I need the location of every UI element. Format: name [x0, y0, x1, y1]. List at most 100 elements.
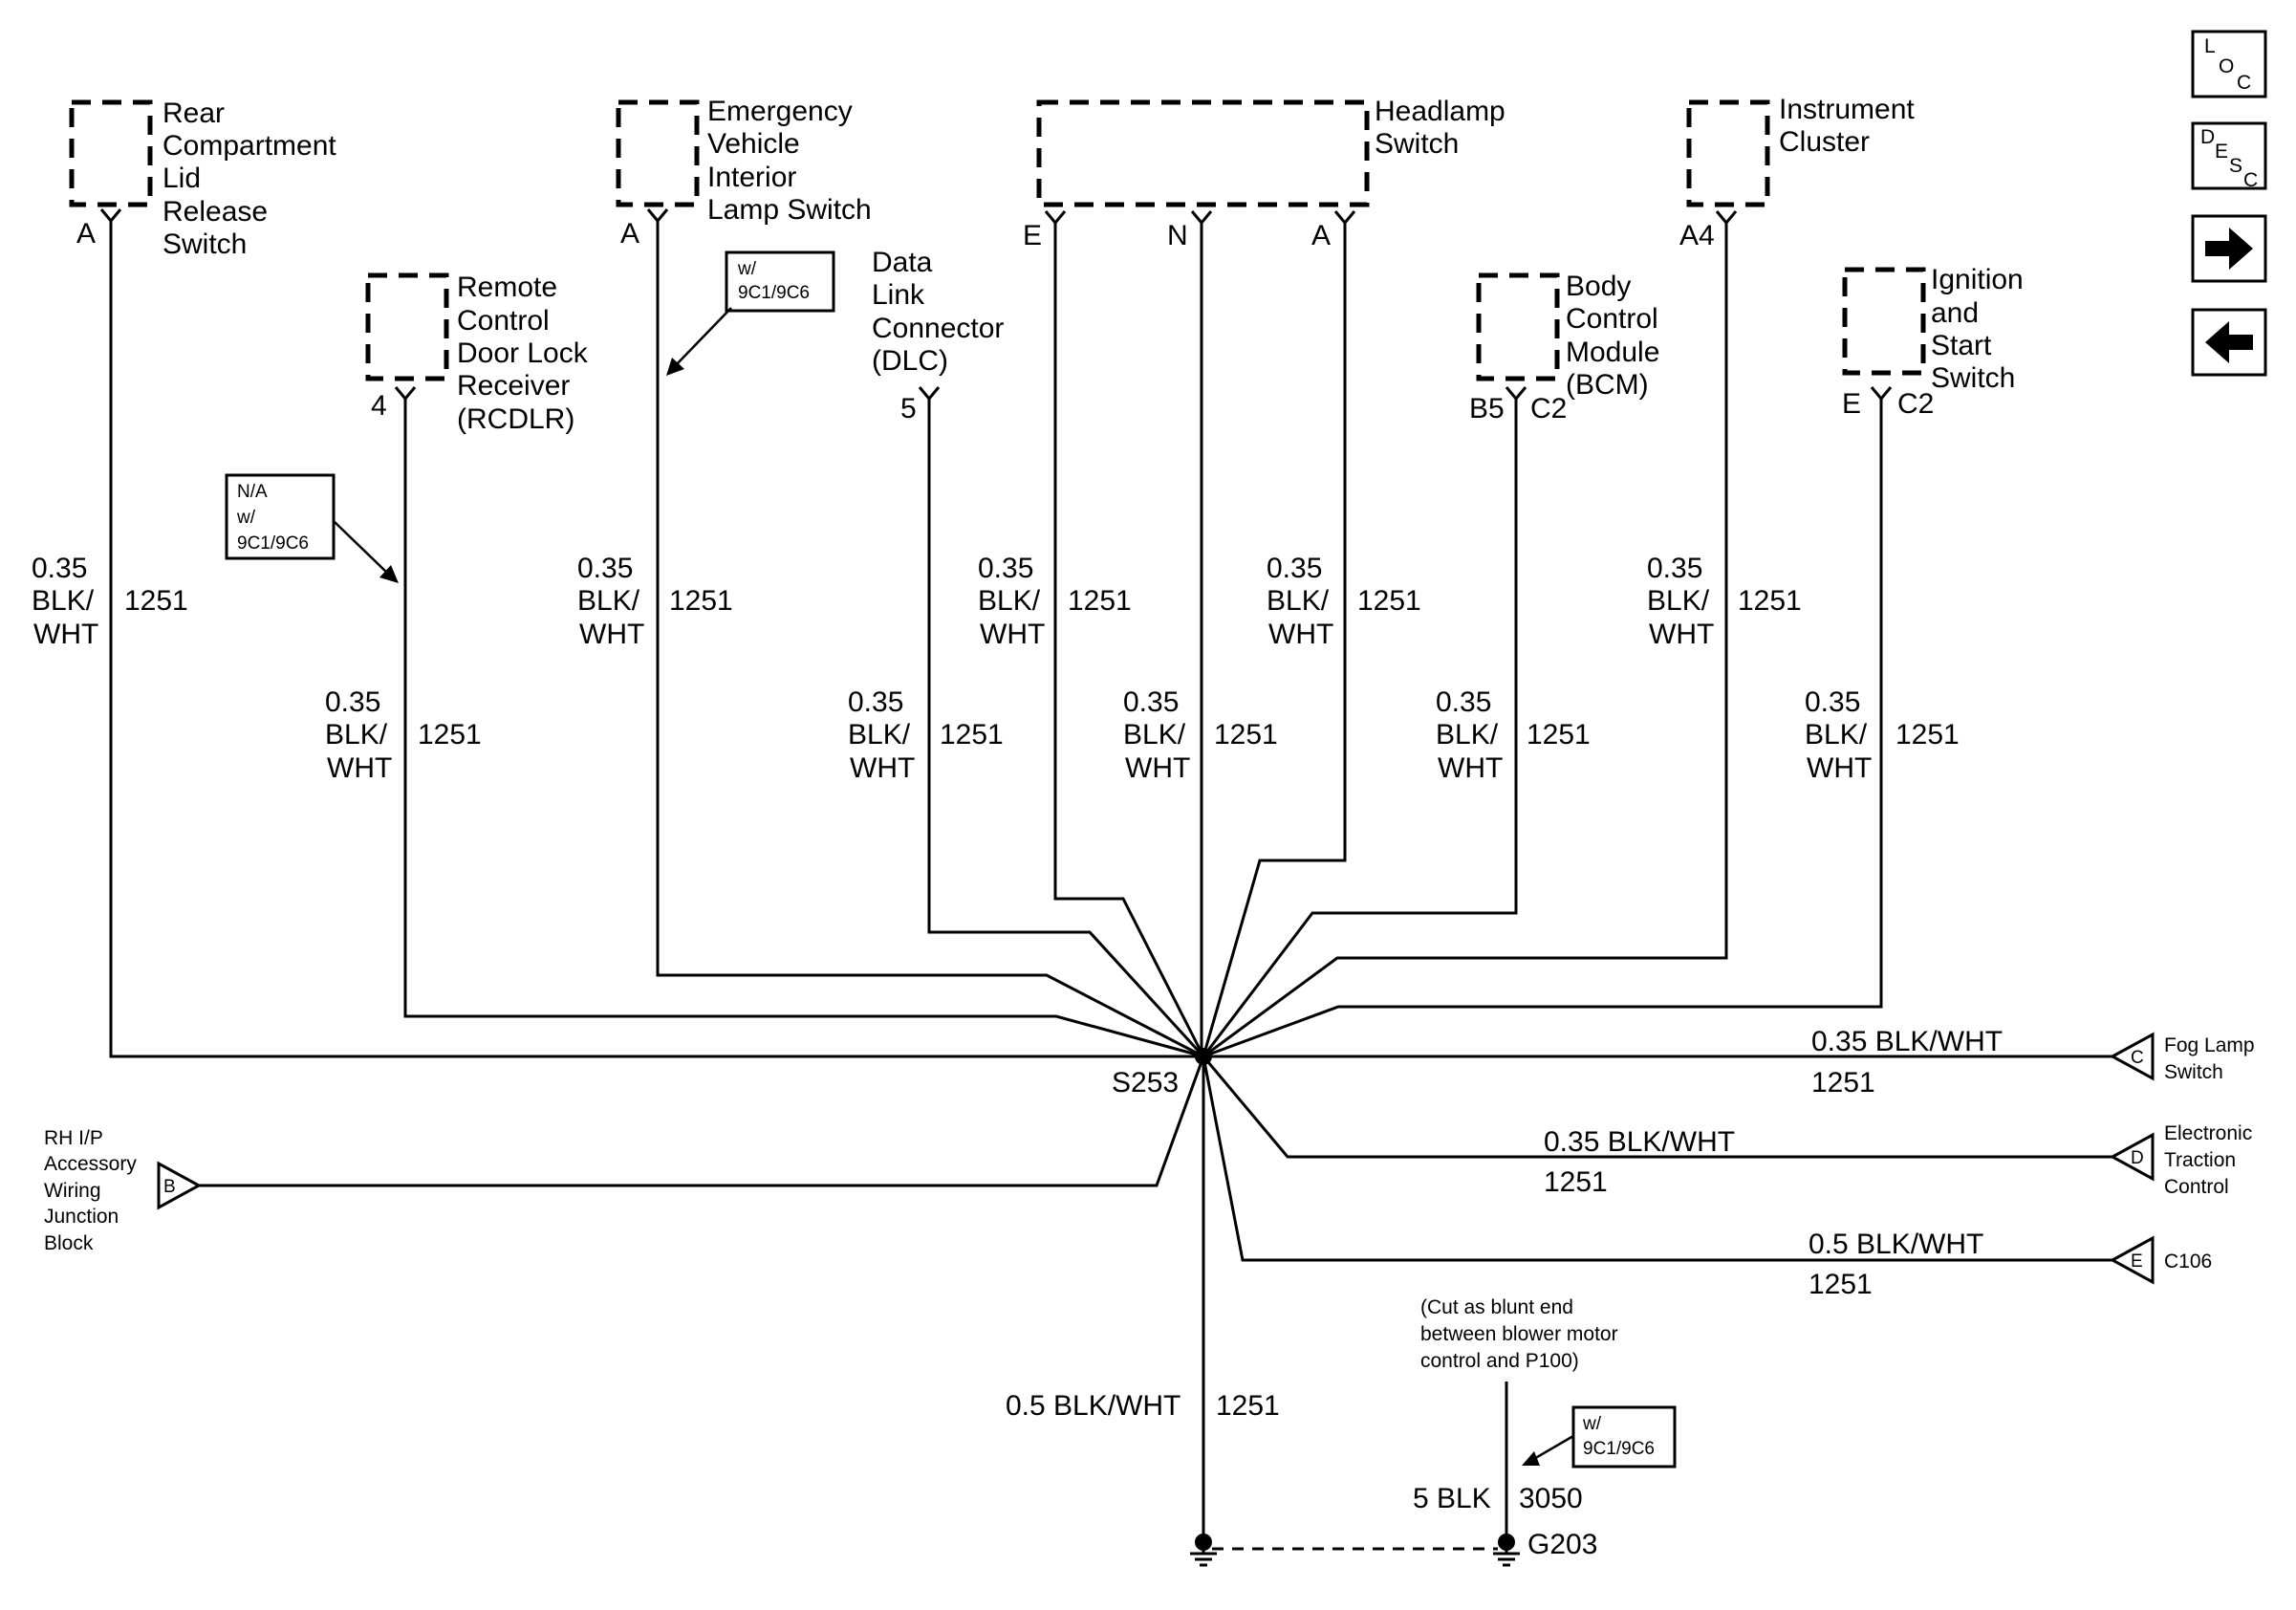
svg-text:1251: 1251 [1214, 719, 1278, 751]
rcdlr-option-arrowhead [379, 565, 399, 583]
loc-button[interactable]: L O C [2191, 30, 2267, 98]
rear-lid-switch-label: Rear Compartment Lid Release Switch [162, 98, 344, 260]
ground-wire-size: 0.5 BLK/WHT [1006, 1390, 1180, 1422]
wire-traction [1202, 1055, 2112, 1159]
connector-traction-control: 0.35 BLK/WHT 1251 D Electronic Traction … [1544, 1122, 2252, 1198]
svg-text:WHT: WHT [1649, 619, 1714, 650]
svg-text:WHT: WHT [1125, 752, 1190, 784]
emergency-pin: A [620, 218, 639, 250]
svg-text:WHT: WHT [1438, 752, 1503, 784]
ground-lead-circuit: 3050 [1519, 1483, 1583, 1514]
splice-s253-dot [1195, 1048, 1212, 1065]
ignition-connector: C2 [1897, 388, 1934, 420]
svg-text:w/: w/ [737, 259, 757, 279]
svg-text:Electronic: Electronic [2164, 1122, 2252, 1144]
emergency-option-arrowhead [666, 358, 684, 376]
rear-lid-switch-box [69, 99, 153, 207]
svg-text:9C1/9C6: 9C1/9C6 [738, 283, 810, 303]
wire-label-ignition: 0.35 BLK/ WHT 1251 [1805, 686, 1960, 784]
svg-text:BLK/: BLK/ [1436, 719, 1499, 751]
svg-text:WHT: WHT [327, 752, 392, 784]
desc-button[interactable]: D E S C [2191, 121, 2267, 191]
svg-text:0.35: 0.35 [577, 553, 633, 584]
rcdlr-box [365, 272, 449, 381]
emergency-option-note: w/ 9C1/9C6 [725, 250, 835, 313]
bcm-box [1476, 272, 1560, 381]
ground-symbol-left [1190, 1534, 1217, 1567]
ground-option-arrowhead [1522, 1451, 1540, 1466]
svg-text:RH I/P: RH I/P [44, 1127, 103, 1149]
svg-text:B: B [163, 1177, 176, 1197]
bcm-pin: B5 [1469, 393, 1505, 424]
svg-text:BLK/: BLK/ [1805, 719, 1868, 751]
svg-text:BLK/: BLK/ [32, 585, 95, 617]
svg-text:L: L [2204, 35, 2216, 57]
ground-option-arrow [1531, 1434, 1574, 1462]
wire-emergency [656, 221, 1204, 1058]
svg-text:C106: C106 [2164, 1251, 2212, 1273]
svg-text:0.35: 0.35 [325, 686, 380, 718]
wires [109, 221, 2112, 1542]
svg-text:E: E [2131, 1251, 2143, 1272]
svg-text:0.35: 0.35 [1267, 553, 1322, 584]
svg-text:C: C [2237, 72, 2251, 94]
wire-cluster [1202, 223, 1728, 1058]
svg-text:BLK/: BLK/ [848, 719, 911, 751]
svg-text:1251: 1251 [1527, 719, 1591, 751]
ground-g203-label: G203 [1527, 1529, 1597, 1560]
wire-c106 [1202, 1055, 2112, 1262]
svg-text:Block: Block [44, 1232, 94, 1254]
svg-text:0.35 BLK/WHT: 0.35 BLK/WHT [1544, 1126, 1735, 1158]
left-arrow-icon [2205, 321, 2253, 363]
svg-text:BLK/: BLK/ [1647, 585, 1710, 617]
svg-text:Wiring: Wiring [44, 1180, 101, 1202]
wire-bcm [1202, 399, 1518, 1057]
svg-text:1251: 1251 [1809, 1269, 1873, 1300]
cluster-pin: A4 [1679, 220, 1715, 251]
svg-text:O: O [2219, 55, 2234, 77]
connector-c106: 0.5 BLK/WHT 1251 E C106 [1809, 1229, 2212, 1300]
svg-text:BLK/: BLK/ [325, 719, 388, 751]
wire-label-cluster: 0.35 BLK/ WHT 1251 [1647, 553, 1802, 650]
wire-label-dlc: 0.35 BLK/ WHT 1251 [848, 686, 1004, 784]
ground-option-note: w/ 9C1/9C6 [1571, 1405, 1677, 1469]
headlamp-switch-box [1036, 99, 1370, 207]
svg-text:9C1/9C6: 9C1/9C6 [1583, 1439, 1655, 1459]
headlamp-pin-e: E [1023, 220, 1042, 251]
wire-label-headlamp-e: 0.35 BLK/ WHT 1251 [978, 553, 1132, 650]
wire-headlamp-a [1202, 223, 1347, 1057]
next-page-button[interactable] [2191, 214, 2267, 283]
connector-rh-ip-junction: B RH I/P Accessory Wiring Junction Block [44, 1127, 203, 1254]
wire-rcdlr [403, 399, 1204, 1058]
svg-text:0.5 BLK/WHT: 0.5 BLK/WHT [1809, 1229, 1983, 1260]
wire-headlamp-e [1053, 223, 1205, 1057]
rcdlr-label: Remote Control Door Lock Receiver (RCDLR… [457, 272, 596, 435]
wire-label-emergency: 0.35 BLK/ WHT 1251 [577, 553, 733, 650]
emergency-option-arrow [674, 307, 732, 367]
rcdlr-option-note: N/A w/ 9C1/9C6 [225, 473, 336, 560]
connector-fog-lamp: 0.35 BLK/WHT 1251 C Fog Lamp Switch [1811, 1026, 2255, 1099]
svg-text:0.35: 0.35 [32, 553, 87, 584]
wire-ignition [1202, 399, 1883, 1058]
emergency-lamp-switch-label: Emergency Vehicle Interior Lamp Switch [707, 96, 872, 226]
ignition-switch-label: Ignition and Start Switch [1931, 264, 2031, 394]
headlamp-pin-a: A [1311, 220, 1331, 251]
dlc-pin: 5 [900, 393, 917, 424]
svg-text:w/: w/ [1582, 1414, 1602, 1434]
svg-text:D: D [2131, 1148, 2144, 1168]
rcdlr-option-arrow [333, 520, 390, 576]
ground-symbol-right [1493, 1534, 1520, 1567]
svg-text:1251: 1251 [940, 719, 1004, 751]
previous-page-button[interactable] [2191, 308, 2267, 377]
dlc-label: Data Link Connector (DLC) [872, 247, 1012, 377]
svg-text:Accessory: Accessory [44, 1153, 137, 1175]
svg-text:WHT: WHT [980, 619, 1045, 650]
svg-text:0.35: 0.35 [848, 686, 903, 718]
wire-label-rear-lid: 0.35 BLK/ WHT 1251 [32, 553, 188, 650]
rear-lid-pin: A [76, 218, 96, 250]
svg-text:D: D [2200, 126, 2215, 148]
svg-text:0.35 BLK/WHT: 0.35 BLK/WHT [1811, 1026, 2003, 1057]
ground-wire-circuit: 1251 [1216, 1390, 1280, 1422]
svg-text:1251: 1251 [418, 719, 482, 751]
